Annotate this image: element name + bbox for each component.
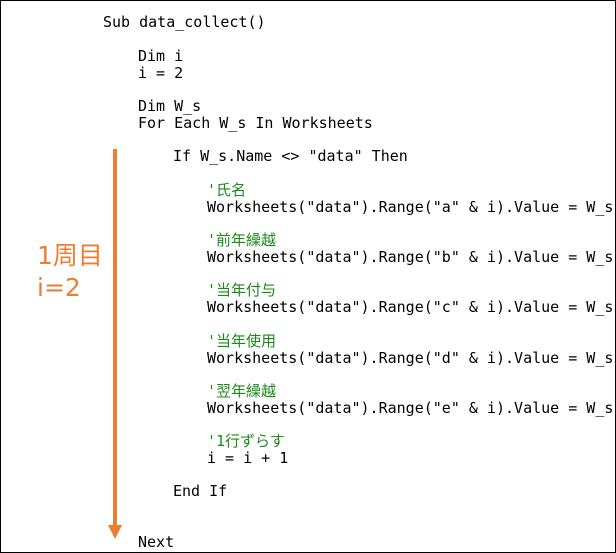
- statement-line: Worksheets("data").Range("c" & i).Value …: [207, 298, 616, 316]
- loop-arrow-shaft: [113, 149, 117, 527]
- end-if-statement: End If: [173, 482, 228, 500]
- statement-line: Worksheets("data").Range("d" & i).Value …: [207, 349, 616, 367]
- next-statement: Next: [138, 533, 175, 551]
- comment-line: '当年付与: [207, 281, 277, 299]
- increment-line: i = i + 1: [207, 449, 289, 467]
- dim-ws-statement: Dim W_s: [138, 97, 202, 115]
- for-each-statement: For Each W_s In Worksheets: [138, 114, 373, 132]
- assign-i-statement: i = 2: [138, 64, 184, 82]
- dim-i-statement: Dim i: [138, 47, 184, 65]
- comment-line: '前年繰越: [207, 231, 277, 249]
- statement-line: Worksheets("data").Range("b" & i).Value …: [207, 248, 616, 266]
- statement-line: Worksheets("data").Range("e" & i).Value …: [207, 399, 616, 417]
- statement-line: Worksheets("data").Range("a" & i).Value …: [207, 198, 616, 216]
- arrow-down-icon: [108, 525, 122, 539]
- comment-line: '氏名: [207, 181, 247, 199]
- comment-line: '当年使用: [207, 332, 277, 350]
- if-statement: If W_s.Name <> "data" Then: [173, 147, 408, 165]
- sub-declaration: Sub data_collect(): [103, 13, 266, 31]
- comment-line: '翌年繰越: [207, 382, 277, 400]
- iteration-value-label: i=2: [37, 273, 81, 302]
- iteration-label: 1周目: [37, 241, 103, 270]
- comment-line: '1行ずらす: [207, 432, 285, 450]
